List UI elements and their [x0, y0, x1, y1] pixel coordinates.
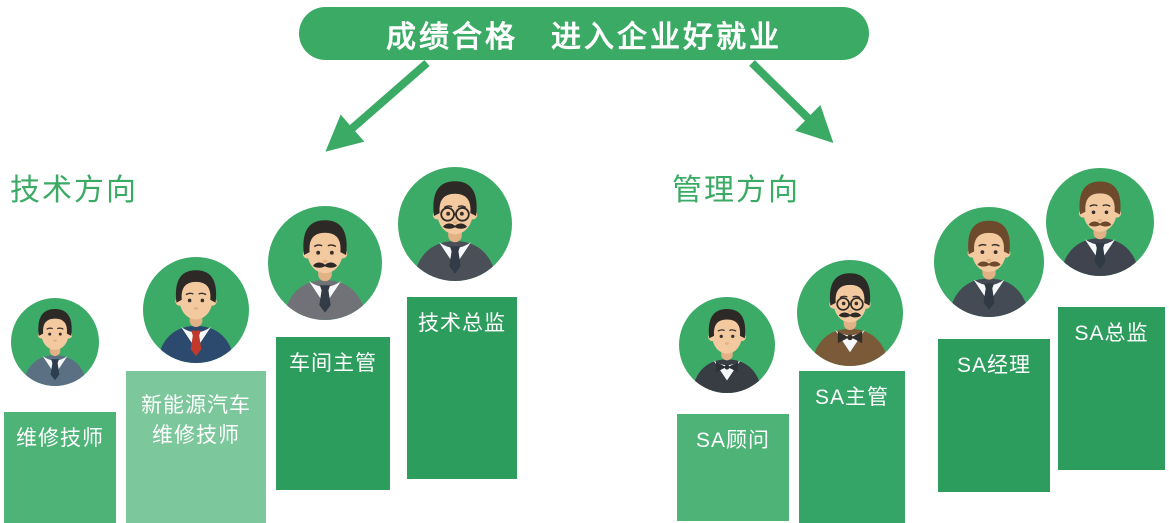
career-bar-sa-supervisor: SA主管 [799, 371, 905, 523]
banner: 成绩合格 进入企业好就业 [299, 7, 869, 60]
avatar-sa-manager [934, 207, 1044, 317]
avatar-nev-repair-technician [143, 257, 249, 363]
avatar-sa-consultant [679, 297, 775, 393]
arrow-left-icon [325, 59, 430, 152]
career-bar-label: 新能源汽车 维修技师 [141, 394, 251, 448]
person-icon [679, 297, 775, 393]
banner-text: 成绩合格 进入企业好就业 [386, 20, 782, 54]
section-title-technical: 技术方向 [10, 174, 138, 207]
section-title-management: 管理方向 [672, 174, 800, 207]
person-icon [797, 260, 903, 366]
career-bar-label: 维修技师 [16, 427, 104, 450]
career-bar-sa-manager: SA经理 [938, 339, 1050, 492]
avatar-sa-director [1046, 168, 1154, 276]
career-bar-sa-director: SA总监 [1058, 307, 1165, 470]
person-icon [934, 207, 1044, 317]
arrow-right-icon [749, 60, 834, 144]
career-bar-nev-repair-technician: 新能源汽车 维修技师 [126, 371, 266, 523]
career-bar-label: SA主管 [814, 386, 889, 409]
career-bar-repair-technician: 维修技师 [4, 412, 116, 523]
career-bar-technical-director: 技术总监 [407, 297, 517, 479]
avatar-sa-supervisor [797, 260, 903, 366]
person-icon [268, 206, 382, 320]
person-icon [11, 298, 99, 386]
career-bar-label: 技术总监 [418, 312, 506, 335]
career-bar-label: SA顾问 [695, 429, 770, 452]
avatar-repair-technician [11, 298, 99, 386]
career-bar-label: SA总监 [1074, 322, 1149, 345]
person-icon [1046, 168, 1154, 276]
career-bar-sa-consultant: SA顾问 [677, 414, 789, 521]
avatar-technical-director [398, 167, 512, 281]
avatar-workshop-supervisor [268, 206, 382, 320]
person-icon [143, 257, 249, 363]
person-icon [398, 167, 512, 281]
career-bar-label: 车间主管 [289, 352, 377, 375]
career-bar-workshop-supervisor: 车间主管 [276, 337, 390, 490]
career-bar-label: SA经理 [956, 354, 1031, 377]
